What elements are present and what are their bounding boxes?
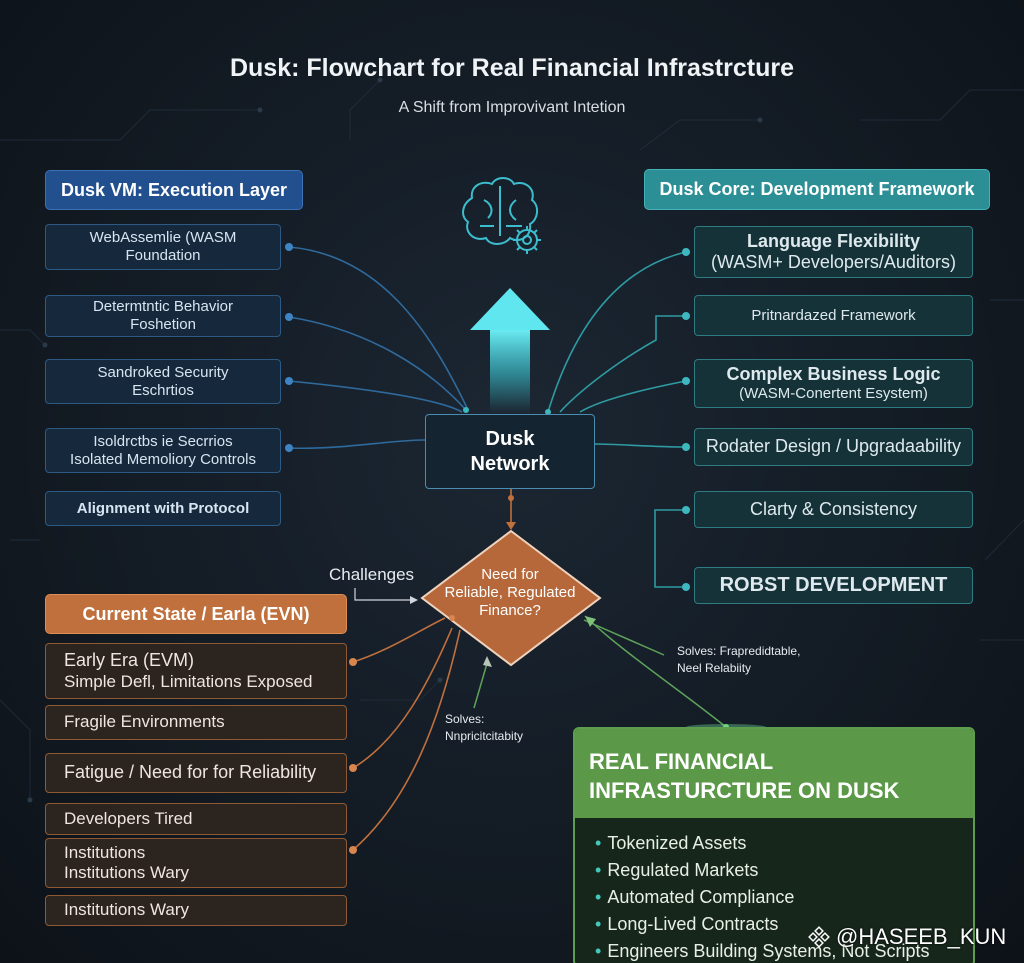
solves-connectors bbox=[473, 615, 727, 728]
list-item-text: Engineers Building Systems, Not Scripts bbox=[607, 941, 930, 961]
core-box-framework: Pritnardazed Framework bbox=[694, 295, 973, 336]
vm-box-text: Sandroked Security bbox=[97, 363, 229, 381]
vm-box-wasm: WebAssemlie (WASM Foundation bbox=[45, 224, 281, 270]
current-box-text: Fragile Environments bbox=[64, 712, 225, 732]
core-box-text: Pritnardazed Framework bbox=[751, 306, 916, 324]
list-item: •Regulated Markets bbox=[595, 857, 929, 884]
decision-line: Need for bbox=[481, 566, 539, 583]
current-box-text: Early Era (EVM) bbox=[64, 650, 195, 671]
core-box-language: Language Flexibility (WASM+ Developers/A… bbox=[694, 226, 973, 278]
vm-box-text: Determtntic Behavior bbox=[92, 298, 234, 316]
real-title-line: REAL FINANCIAL bbox=[589, 749, 774, 774]
real-infrastructure-panel: REAL FINANCIAL INFRASTURCTURE ON DUSK •T… bbox=[573, 727, 975, 963]
bullet-icon: • bbox=[595, 941, 602, 961]
page-title: Dusk: Flowchart for Real Financial Infra… bbox=[229, 54, 794, 82]
core-box-business-logic: Complex Business Logic (WASM-Conertent E… bbox=[694, 359, 973, 408]
current-box-text: Fatigue / Need for for Reliability bbox=[64, 762, 317, 783]
decision-line: Reliable, Regulated bbox=[444, 584, 576, 601]
list-item-text: Tokenized Assets bbox=[607, 833, 747, 853]
challenges-label: Challenges bbox=[329, 565, 415, 584]
bullet-icon: • bbox=[595, 860, 602, 880]
decision-text: Need for Reliable, Regulated Finance? bbox=[440, 566, 580, 620]
dusk-network-text: Dusk bbox=[485, 427, 535, 450]
solves-label-left: Solves: Nnpricitcitabity bbox=[445, 711, 523, 746]
solves-line: Solves: Frapredidtable, bbox=[677, 644, 801, 658]
current-box-fatigue: Fatigue / Need for for Reliability bbox=[45, 753, 347, 793]
current-box-text: Developers Tired bbox=[64, 808, 193, 828]
vm-box-text: Eschrtios bbox=[132, 381, 194, 399]
list-item: •Automated Compliance bbox=[595, 884, 929, 911]
core-box-clarity: Clarty & Consistency bbox=[694, 491, 973, 528]
real-infrastructure-header: REAL FINANCIAL INFRASTURCTURE ON DUSK bbox=[575, 729, 973, 818]
brain-gear-icon bbox=[462, 177, 541, 254]
current-connectors bbox=[352, 617, 461, 851]
vm-box-sandbox: Sandroked Security Eschrtios bbox=[45, 359, 281, 404]
current-box-early-era: Early Era (EVM) Simple Defl, Limitations… bbox=[45, 643, 347, 699]
watermark-text: @HASEEB_KUN bbox=[836, 924, 1007, 949]
current-box-text: Simple Defl, Limitations Exposed bbox=[64, 671, 313, 691]
solves-label-right: Solves: Frapredidtable, Neel Relabiity bbox=[677, 643, 800, 678]
diamond-decision-icon bbox=[420, 529, 602, 667]
core-box-text: (WASM+ Developers/Auditors) bbox=[711, 252, 956, 272]
core-box-text: (WASM-Conertent Esystem) bbox=[739, 385, 928, 403]
vm-box-text: Foundation bbox=[125, 247, 201, 264]
list-item: •Engineers Building Systems, Not Scripts bbox=[595, 938, 929, 963]
dusk-network-node: Dusk Network bbox=[425, 414, 595, 489]
vm-box-alignment: Alignment with Protocol bbox=[45, 491, 281, 526]
bullet-icon: • bbox=[595, 914, 602, 934]
page-subtitle: A Shift from Improvivant Intetion bbox=[398, 99, 626, 116]
list-item-text: Automated Compliance bbox=[607, 887, 795, 907]
vm-connectors bbox=[288, 246, 469, 450]
dusk-network-text: Network bbox=[470, 452, 550, 475]
vm-header: Dusk VM: Execution Layer bbox=[45, 170, 303, 210]
core-box-title: Language Flexibility bbox=[746, 230, 921, 251]
solves-line: Neel Relabiity bbox=[677, 661, 752, 676]
watermark: @HASEEB_KUN bbox=[808, 924, 1006, 950]
solves-line: Nnpricitcitabity bbox=[445, 729, 524, 744]
real-title-line: INFRASTURCTURE ON DUSK bbox=[589, 778, 900, 804]
binance-logo-icon bbox=[808, 926, 830, 948]
core-box-text: ROBST DEVELOPMENT bbox=[719, 573, 948, 596]
list-item: •Tokenized Assets bbox=[595, 830, 929, 857]
real-infrastructure-list: •Tokenized Assets •Regulated Markets •Au… bbox=[595, 830, 929, 963]
solves-line: Solves: bbox=[445, 712, 485, 726]
current-box-developers-tired: Developers Tired bbox=[45, 803, 347, 835]
current-box-text: Institutions Wary bbox=[64, 863, 190, 882]
vm-box-isolation: Isoldrctbs ie Secrrios Isolated Memolior… bbox=[45, 428, 281, 473]
vm-box-deterministic: Determtntic Behavior Foshetion bbox=[45, 295, 281, 337]
current-state-header: Current State / Earla (EVN) bbox=[45, 594, 347, 634]
list-item-text: Regulated Markets bbox=[607, 860, 759, 880]
real-infrastructure-title: REAL FINANCIAL INFRASTURCTURE ON DUSK bbox=[589, 747, 899, 805]
core-box-robust-development: ROBST DEVELOPMENT bbox=[694, 567, 973, 604]
list-item-text: Long-Lived Contracts bbox=[607, 914, 779, 934]
vm-box-text: Foshetion bbox=[130, 316, 196, 333]
decision-line: Finance? bbox=[479, 602, 541, 619]
bullet-icon: • bbox=[595, 887, 602, 907]
core-box-title: Complex Business Logic bbox=[726, 364, 941, 385]
core-header: Dusk Core: Development Framework bbox=[644, 169, 990, 210]
core-box-text: Rodater Design / Upgradaability bbox=[705, 436, 962, 457]
core-box-text: Clarty & Consistency bbox=[749, 498, 918, 519]
vm-box-text: WebAssemlie (WASM bbox=[89, 229, 237, 247]
core-box-modular-design: Rodater Design / Upgradaability bbox=[694, 428, 973, 466]
current-box-fragile: Fragile Environments bbox=[45, 705, 347, 740]
up-arrow-icon bbox=[470, 288, 550, 413]
vm-box-text: Isoldrctbs ie Secrrios bbox=[93, 432, 233, 450]
vm-box-text: Isolated Memoliory Controls bbox=[70, 450, 256, 468]
core-connectors bbox=[547, 251, 687, 588]
current-box-institutions-wary: Institutions Wary bbox=[45, 895, 347, 926]
list-item: •Long-Lived Contracts bbox=[595, 911, 929, 938]
current-box-text: Institutions Wary bbox=[64, 900, 190, 920]
current-box-text: Institutions bbox=[64, 842, 146, 862]
bullet-icon: • bbox=[595, 833, 602, 853]
current-box-institutions: Institutions Institutions Wary bbox=[45, 838, 347, 888]
vm-box-text: Alignment with Protocol bbox=[76, 499, 250, 517]
